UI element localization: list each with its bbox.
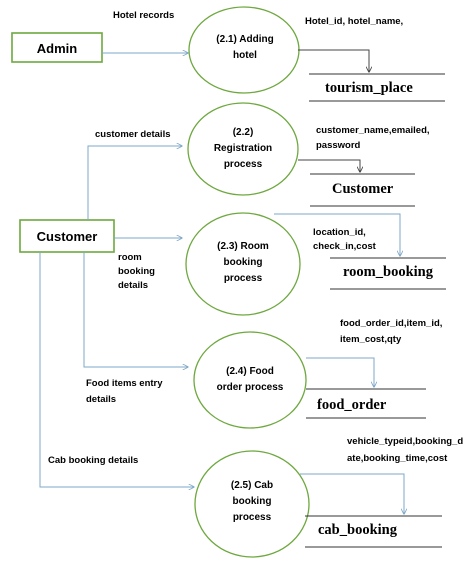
process-registration: (2.2) Registration process bbox=[187, 102, 299, 196]
flow-label-hotel-records: Hotel records bbox=[113, 10, 174, 21]
flow-label-room-1: room bbox=[118, 252, 142, 263]
svg-text:Registration: Registration bbox=[214, 143, 272, 154]
svg-text:process: process bbox=[224, 159, 263, 170]
svg-text:room_booking: room_booking bbox=[343, 264, 434, 280]
store-room-booking: room_booking bbox=[330, 257, 446, 290]
flow-label-food-fields-2: item_cost,qty bbox=[340, 334, 402, 345]
svg-text:tourism_place: tourism_place bbox=[325, 80, 413, 96]
svg-text:Customer: Customer bbox=[37, 229, 98, 244]
flow-label-food-fields-1: food_order_id,item_id, bbox=[340, 318, 442, 329]
store-customer: Customer bbox=[310, 173, 415, 207]
svg-text:(2.1) Adding: (2.1) Adding bbox=[216, 34, 273, 45]
svg-text:Admin: Admin bbox=[37, 41, 78, 56]
flow-arrow-customer-registration bbox=[87, 146, 182, 220]
flow-arrow-customer-cab bbox=[39, 252, 194, 487]
flow-label-room-3: details bbox=[118, 280, 148, 291]
svg-text:process: process bbox=[233, 512, 272, 523]
flow-label-cab-details: Cab booking details bbox=[48, 455, 138, 466]
process-food-order: (2.4) Food order process bbox=[193, 331, 307, 429]
flow-label-food-entry-2: details bbox=[86, 394, 116, 405]
svg-text:(2.4) Food: (2.4) Food bbox=[226, 366, 274, 377]
svg-text:food_order: food_order bbox=[317, 397, 387, 413]
svg-text:cab_booking: cab_booking bbox=[318, 522, 398, 538]
entity-customer: Customer bbox=[19, 219, 115, 253]
svg-text:Customer: Customer bbox=[332, 181, 394, 197]
process-room-booking: (2.3) Room booking process bbox=[185, 212, 301, 316]
flow-arrow-registration-store bbox=[298, 159, 360, 172]
flow-arrow-food-store bbox=[306, 357, 374, 387]
flow-label-room-2: booking bbox=[118, 266, 155, 277]
flow-label-customer-details: customer details bbox=[95, 129, 171, 140]
flow-label-hotel-fields: Hotel_id, hotel_name, bbox=[305, 16, 403, 27]
svg-text:(2.5) Cab: (2.5) Cab bbox=[231, 480, 273, 491]
flow-label-food-entry-1: Food items entry bbox=[86, 378, 163, 389]
store-food-order: food_order bbox=[306, 388, 426, 419]
svg-text:booking: booking bbox=[224, 257, 263, 268]
svg-text:process: process bbox=[224, 273, 263, 284]
svg-text:(2.2): (2.2) bbox=[233, 127, 254, 138]
entity-admin: Admin bbox=[11, 32, 103, 63]
svg-text:booking: booking bbox=[233, 496, 272, 507]
svg-text:hotel: hotel bbox=[233, 50, 257, 61]
flow-arrow-customer-food bbox=[83, 252, 188, 367]
flow-label-customer-fields-1: customer_name,emailed, bbox=[316, 125, 430, 136]
store-cab-booking: cab_booking bbox=[305, 515, 442, 548]
store-tourism-place: tourism_place bbox=[309, 73, 445, 102]
process-cab-booking: (2.5) Cab booking process bbox=[194, 450, 310, 558]
flow-label-customer-fields-2: password bbox=[316, 140, 361, 151]
flow-label-cab-fields-2: ate,booking_time,cost bbox=[347, 453, 448, 464]
svg-text:(2.3) Room: (2.3) Room bbox=[217, 241, 269, 252]
flow-arrow-room-store bbox=[274, 213, 400, 256]
process-adding-hotel: (2.1) Adding hotel bbox=[188, 6, 300, 94]
flow-arrow-cab-store bbox=[300, 473, 404, 514]
flow-label-room-fields-2: check_in,cost bbox=[313, 241, 377, 252]
flow-arrow-hotel-store bbox=[298, 49, 369, 72]
flow-label-room-fields-1: location_id, bbox=[313, 227, 366, 238]
flow-label-cab-fields-1: vehicle_typeid,booking_d bbox=[347, 436, 463, 447]
svg-text:order process: order process bbox=[217, 382, 284, 393]
